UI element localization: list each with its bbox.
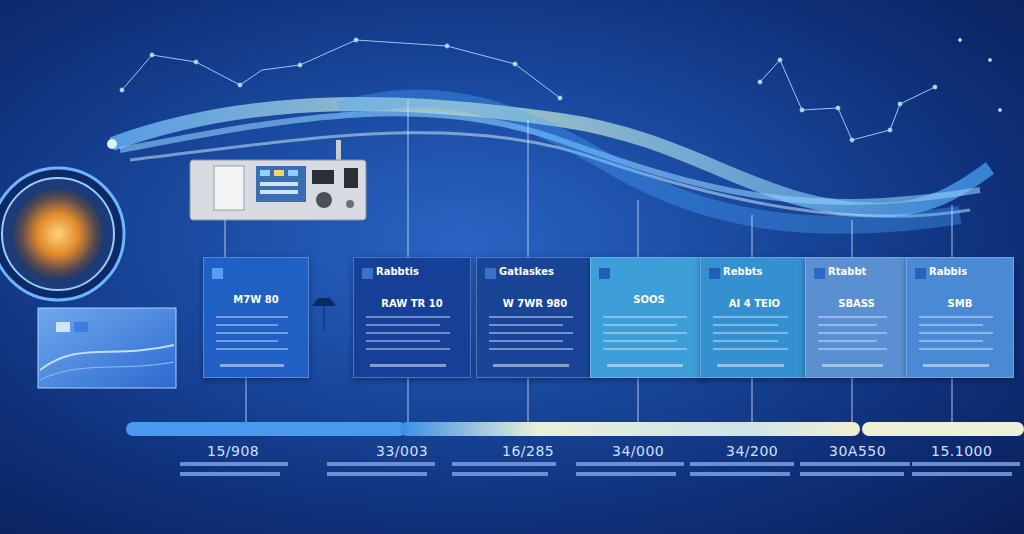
microtext	[818, 348, 887, 350]
radio-device	[190, 140, 366, 220]
microtext	[366, 332, 450, 334]
constellation	[120, 38, 1002, 142]
card-code: AI 4 TEIO	[701, 298, 808, 309]
card-code: W 7WR 980	[477, 298, 593, 309]
timeline-card: RtabbtSBASS	[805, 257, 908, 378]
timeline-bar	[126, 422, 1024, 436]
microtext	[489, 324, 563, 326]
microtext	[366, 324, 440, 326]
card-code: SMB	[907, 298, 1013, 309]
timeline-value: 34/200	[726, 443, 778, 459]
microtext	[919, 348, 993, 350]
leader-line	[225, 100, 952, 424]
card-icon	[485, 268, 496, 279]
microtext	[603, 348, 687, 350]
timeline-card: Gatlaskes W 7WR 980	[476, 257, 594, 378]
timeline-card: RabbisSMB	[906, 257, 1014, 378]
card-icon	[814, 268, 825, 279]
microtext	[489, 340, 563, 342]
card-icon	[709, 268, 720, 279]
card-footer	[607, 364, 683, 367]
microtext	[216, 324, 278, 326]
timeline-card: Rebbts AI 4 TEIO	[700, 257, 809, 378]
card-title: Rabbis	[929, 266, 967, 277]
microtext	[216, 348, 288, 350]
microtext	[818, 324, 877, 326]
microtext	[919, 324, 983, 326]
microtext	[713, 348, 788, 350]
microtext	[919, 332, 993, 334]
card-code: RAW TR 10	[354, 298, 470, 309]
microtext	[603, 316, 687, 318]
microtext	[818, 316, 887, 318]
card-code: SOOS	[591, 294, 707, 305]
microtext	[180, 462, 1020, 476]
card-footer	[370, 364, 446, 367]
card-title: Rebbts	[723, 266, 763, 277]
card-footer	[923, 364, 989, 367]
card-footer	[493, 364, 569, 367]
signal-wave	[107, 98, 990, 225]
timeline-value: 30A550	[829, 443, 886, 459]
card-code: M7W 80	[204, 294, 308, 305]
card-footer	[220, 364, 284, 367]
card-icon	[212, 268, 223, 279]
microtext	[489, 316, 573, 318]
microtext	[216, 316, 288, 318]
lens-icon	[0, 168, 124, 300]
microtext	[603, 340, 677, 342]
microtext	[216, 340, 278, 342]
microtext	[713, 324, 778, 326]
microtext	[603, 332, 687, 334]
microtext	[919, 340, 983, 342]
card-title: Rtabbt	[828, 266, 866, 277]
timeline-value: 33/003	[376, 443, 428, 459]
microtext	[713, 332, 788, 334]
microtext	[366, 348, 450, 350]
card-footer	[717, 364, 784, 367]
timeline-value: 15/908	[207, 443, 259, 459]
microtext	[818, 332, 887, 334]
lamp-icon	[312, 298, 336, 330]
microtext	[919, 316, 993, 318]
timeline-card: RabbtisRAW TR 10	[353, 257, 471, 378]
card-icon	[915, 268, 926, 279]
timeline-value: 34/000	[612, 443, 664, 459]
timeline-card: SOOS	[590, 257, 708, 378]
timeline-value: 16/285	[502, 443, 554, 459]
card-footer	[822, 364, 883, 367]
microtext	[713, 340, 778, 342]
timeline-value: 15.1000	[931, 443, 992, 459]
timeline-card: M7W 80	[203, 257, 309, 378]
chart-panel	[38, 308, 176, 388]
microtext	[603, 324, 677, 326]
microtext	[216, 332, 288, 334]
microtext	[489, 348, 573, 350]
microtext	[366, 316, 450, 318]
card-icon	[599, 268, 610, 279]
card-code: SBASS	[806, 298, 907, 309]
microtext	[366, 340, 440, 342]
card-icon	[362, 268, 373, 279]
card-title: Gatlaskes	[499, 266, 554, 277]
card-title: Rabbtis	[376, 266, 419, 277]
microtext	[489, 332, 573, 334]
microtext	[713, 316, 788, 318]
microtext	[818, 340, 877, 342]
